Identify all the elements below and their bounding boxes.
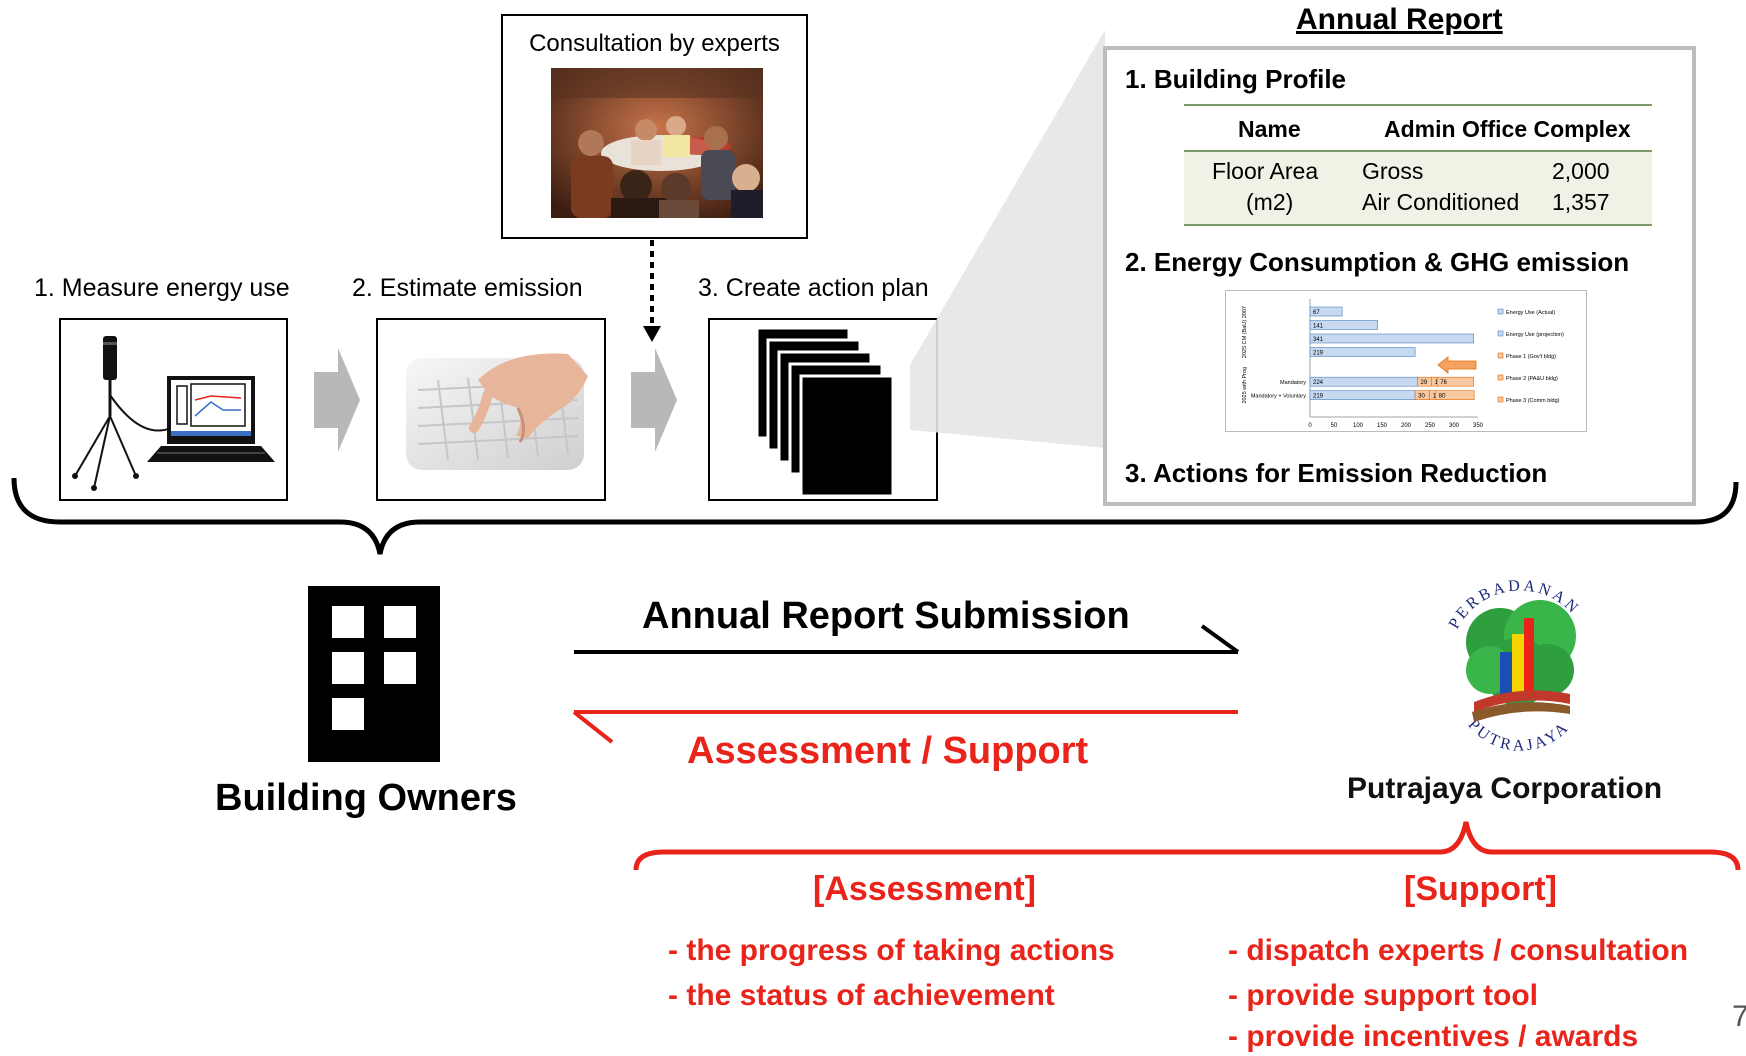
chart-legend-swatch xyxy=(1497,308,1504,315)
dotted-down-arrow xyxy=(643,240,661,342)
chart-tick-label: 0 xyxy=(1308,423,1312,429)
chart-legend-label: Phase 1 (Gov't bldg) xyxy=(1506,354,1556,360)
chart-group-label: 2025 CM (BaU) xyxy=(1242,320,1248,358)
chart-bar xyxy=(1435,390,1475,400)
chart-data-label: 67 xyxy=(1313,310,1320,316)
consultation-photo xyxy=(551,68,763,218)
chart-tick-label: 50 xyxy=(1331,423,1338,429)
step-arrow-2 xyxy=(631,348,677,452)
support-brace xyxy=(633,821,1741,871)
zoom-wedge xyxy=(910,30,1105,448)
step-1-label: 1. Measure energy use xyxy=(34,274,290,302)
submission-arrow xyxy=(574,624,1240,654)
report-section-1: 1. Building Profile xyxy=(1125,64,1347,94)
assessment-item-2: - the status of achievement xyxy=(668,979,1055,1012)
chart-tick-label: 250 xyxy=(1425,423,1436,429)
support-item-3: - provide incentives / awards xyxy=(1228,1020,1639,1053)
chart-group-label: 2025 with Prog xyxy=(1242,367,1248,404)
document-stack-icon xyxy=(755,326,895,498)
chart-data-label: 141 xyxy=(1313,324,1324,330)
report-section-2: 2. Energy Consumption & GHG emission xyxy=(1125,247,1630,277)
chart-data-label: 29 xyxy=(1421,380,1428,386)
chart-data-label: 341 xyxy=(1313,337,1324,343)
chart-reduction-arrow xyxy=(1437,356,1477,374)
chart-bar xyxy=(1309,390,1416,400)
row-label-unit: (m2) xyxy=(1246,189,1294,215)
row-label-floor-area: Floor Area xyxy=(1212,158,1319,184)
keyboard-typing-icon xyxy=(406,353,588,470)
chart-legend-swatch xyxy=(1497,330,1504,337)
ac-label: Air Conditioned xyxy=(1362,189,1520,215)
chart-tick-label: 350 xyxy=(1473,423,1484,429)
step-3-box xyxy=(708,318,938,501)
svg-text:PUTRAJAYA: PUTRAJAYA xyxy=(1465,716,1574,754)
chart-data-label: 219 xyxy=(1313,351,1324,357)
chart-data-label: 30 xyxy=(1418,394,1425,400)
energy-chart-svg: 67141341219224219293012137680MandatoryMa… xyxy=(1242,299,1564,429)
chart-bar xyxy=(1309,306,1343,317)
chart-tick-label: 100 xyxy=(1353,423,1364,429)
chart-bar xyxy=(1309,347,1416,357)
chart-data-label: 76 xyxy=(1440,380,1447,386)
support-title: [Support] xyxy=(1404,870,1557,908)
table-body-row: Floor Area (m2) Gross 2,000 Air Conditio… xyxy=(1184,152,1652,226)
chart-bar xyxy=(1309,333,1474,344)
chart-data-label: 80 xyxy=(1439,394,1446,400)
assessment-support-label: Assessment / Support xyxy=(687,730,1089,772)
energy-chart: 67141341219224219293012137680MandatoryMa… xyxy=(1225,290,1587,432)
header-name: Name xyxy=(1238,116,1301,142)
ac-value: 1,357 xyxy=(1552,189,1610,215)
chart-data-label: 219 xyxy=(1313,394,1324,400)
chart-category-label: Mandatory xyxy=(1280,380,1306,386)
chart-group-label: 2007 xyxy=(1242,306,1248,318)
chart-legend-label: Energy Use (Actual) xyxy=(1506,310,1555,316)
support-item-1: - dispatch experts / consultation xyxy=(1228,934,1689,967)
step-3-label: 3. Create action plan xyxy=(698,274,929,302)
report-heading: Annual Report xyxy=(1296,3,1503,36)
table-header-row: Name Admin Office Complex xyxy=(1184,104,1652,152)
assessment-arrow xyxy=(572,710,1238,744)
building-icon xyxy=(308,586,440,762)
consultation-label: Consultation by experts xyxy=(529,30,780,57)
chart-data-label: 224 xyxy=(1313,380,1324,386)
chart-legend-swatch xyxy=(1497,374,1504,381)
putrajaya-logo: PERBADANAN PUTRAJAYA xyxy=(1446,577,1580,754)
annual-report-panel: 1. Building Profile Name Admin Office Co… xyxy=(1103,46,1696,506)
building-owners-label: Building Owners xyxy=(215,777,517,819)
measuring-device-icon xyxy=(72,336,275,491)
gross-label: Gross xyxy=(1362,158,1424,184)
chart-legend-label: Energy Use (projection) xyxy=(1506,332,1564,338)
chart-tick-label: 150 xyxy=(1377,423,1388,429)
step-2-box xyxy=(376,318,606,501)
submission-label: Annual Report Submission xyxy=(642,595,1130,637)
step-2-label: 2. Estimate emission xyxy=(352,274,583,302)
chart-category-label: Mandatory + Voluntary xyxy=(1251,394,1306,400)
support-item-2: - provide support tool xyxy=(1228,979,1538,1012)
header-value: Admin Office Complex xyxy=(1384,116,1631,142)
chart-legend-label: Phase 2 (PA&U bldg) xyxy=(1506,376,1558,382)
chart-bar xyxy=(1309,376,1418,387)
consultation-box: Consultation by experts xyxy=(501,14,808,239)
step-arrow-1 xyxy=(314,348,360,452)
chart-bar xyxy=(1436,376,1474,387)
chart-legend-swatch xyxy=(1497,396,1504,403)
chart-bar xyxy=(1309,320,1378,330)
chart-tick-label: 200 xyxy=(1401,423,1412,429)
gross-value: 2,000 xyxy=(1552,158,1610,184)
corporation-name: Putrajaya Corporation xyxy=(1347,772,1663,805)
page-number: 7 xyxy=(1732,1000,1746,1033)
chart-tick-label: 300 xyxy=(1449,423,1460,429)
chart-legend-swatch xyxy=(1497,352,1504,359)
chart-legend-label: Phase 3 (Comm bldg) xyxy=(1506,398,1560,404)
assessment-item-1: - the progress of taking actions xyxy=(668,934,1115,967)
process-brace xyxy=(11,478,1739,555)
logo-bottom-text: PUTRAJAYA xyxy=(1465,716,1571,754)
report-section-3: 3. Actions for Emission Reduction xyxy=(1125,458,1548,488)
assessment-title: [Assessment] xyxy=(813,870,1036,908)
step-1-box xyxy=(59,318,288,501)
